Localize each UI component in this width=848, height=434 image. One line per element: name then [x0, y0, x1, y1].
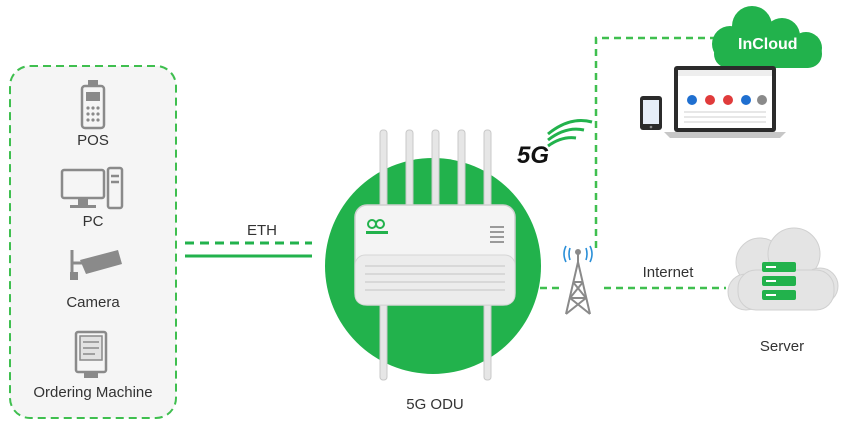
tablet-icon — [640, 96, 662, 130]
desktop-pc-icon — [60, 166, 124, 210]
tower-signal-icon — [563, 245, 593, 263]
cloud-icon — [712, 6, 822, 68]
security-camera-icon — [70, 250, 122, 280]
5g-label: 5G — [517, 142, 550, 169]
5g-signal-icon — [547, 119, 593, 148]
pos-terminal-icon — [80, 80, 106, 130]
5g-odu-router-icon — [354, 129, 516, 381]
device-label-pos: POS — [77, 132, 109, 149]
cell-tower-icon — [565, 249, 591, 315]
internet-label: Internet — [642, 264, 694, 281]
device-label-ordering-machine: Ordering Machine — [33, 384, 153, 401]
ordering-kiosk-icon — [74, 330, 108, 378]
server-label: Server — [759, 338, 805, 355]
eth-label: ETH — [247, 222, 277, 239]
odu-label: 5G ODU — [406, 396, 464, 413]
device-label-camera: Camera — [66, 294, 120, 311]
device-label-pc: PC — [82, 213, 104, 230]
cloud-server-icon — [727, 227, 839, 311]
laptop-dashboard-icon — [664, 66, 786, 138]
incloud-label: InCloud — [738, 36, 798, 53]
inhand-logo — [366, 219, 388, 234]
tower-to-cloud-line — [594, 36, 716, 248]
device-group-panel — [9, 65, 177, 419]
